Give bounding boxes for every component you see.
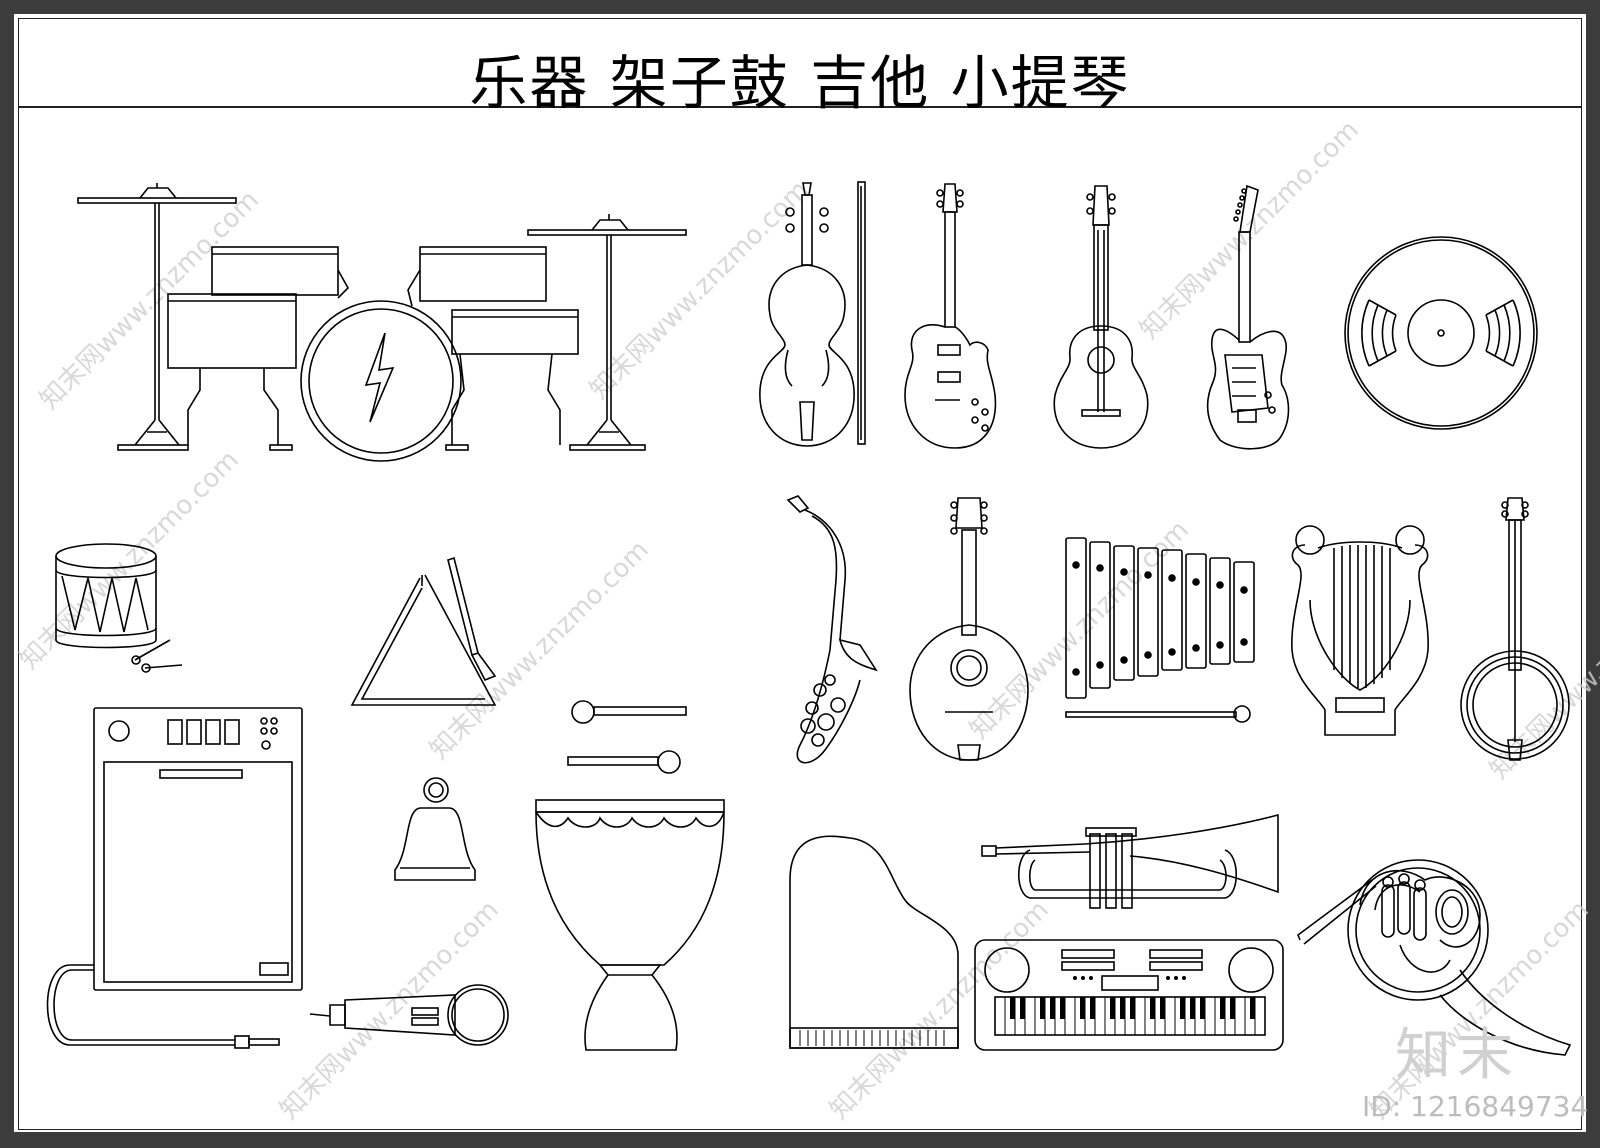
saxophone-icon (786, 495, 878, 764)
violin-icon (759, 181, 866, 447)
logo-mark: 知末 (1395, 1023, 1519, 1088)
title-bar: 乐器 架子鼓 吉他 小提琴 (18, 18, 1582, 117)
mandolin-icon (909, 497, 1029, 761)
amplifier-icon (46, 707, 303, 1049)
id-label: ID: 1216849734 (1362, 1090, 1589, 1123)
triangle-icon (350, 556, 497, 706)
djembe-icon (535, 799, 725, 1051)
trumpet-icon (981, 813, 1279, 909)
grand-piano-icon (789, 835, 959, 1049)
drum-kit-icon (77, 183, 687, 462)
drawing-border (18, 18, 1582, 1130)
keyboard-icon (974, 939, 1284, 1051)
vinyl-record-icon (1344, 236, 1538, 430)
electric-guitar-strat-icon (1206, 184, 1290, 450)
bell-icon (394, 777, 476, 881)
page-title: 乐器 架子鼓 吉他 小提琴 (469, 49, 1131, 117)
french-horn-icon (1297, 859, 1572, 1056)
banjo-icon (1460, 497, 1570, 761)
mallets-icon (567, 700, 687, 774)
snare-drum-icon (55, 543, 183, 673)
lyre-icon (1291, 525, 1429, 736)
xylophone-icon (1065, 537, 1255, 723)
microphone-icon (309, 984, 509, 1046)
acoustic-guitar-icon (1053, 185, 1149, 449)
electric-guitar-icon (904, 183, 997, 449)
